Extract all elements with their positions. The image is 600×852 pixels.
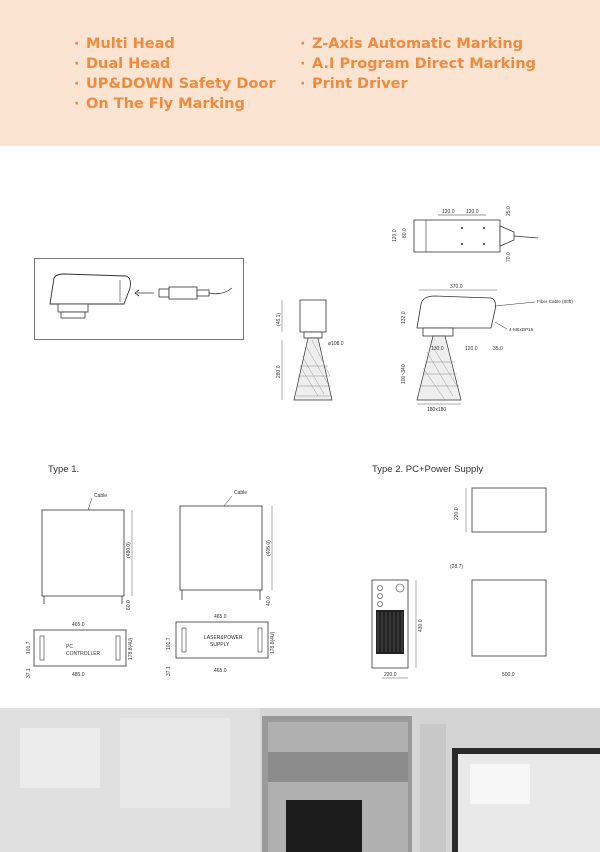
- dim-label: 430.0: [418, 619, 424, 632]
- type1-title: Type 1.: [48, 464, 80, 475]
- dim-label: CONTROLLER: [66, 651, 101, 657]
- features-band: ·Multi Head ·Dual Head ·UP&DOWN Safety D…: [0, 0, 600, 146]
- dim-label: 465.0: [72, 622, 85, 628]
- laser-power-supply-drawing: Cable (405.0) 40.0 465.0 LASER&POWER SUP…: [166, 490, 276, 676]
- dim-label: (480.0): [126, 542, 132, 558]
- dim-label: 80.0: [402, 228, 408, 238]
- dim-label: 280.0: [276, 365, 282, 378]
- feature-item: ·On The Fly Marking: [74, 96, 245, 112]
- dim-label: 130.0: [431, 346, 444, 352]
- type2-title: Type 2. PC+Power Supply: [372, 464, 484, 475]
- dim-label: 101.7: [166, 637, 172, 650]
- dim-label: 370.0: [450, 284, 463, 290]
- dim-label: Cable: [234, 490, 247, 496]
- dim-label: 178.8(4U): [270, 631, 276, 654]
- dim-label: 220.0: [454, 507, 460, 520]
- head-side-view: 370.0 Fiber Cable (80ft) 4-M6xDP15 130.0…: [401, 284, 573, 413]
- dim-label: 120.0: [466, 209, 479, 215]
- marking-head-sketch: [34, 258, 244, 340]
- dim-label: 132.0: [401, 311, 407, 324]
- dim-label: 60.0: [126, 600, 132, 610]
- dim-label: 465.0: [214, 614, 227, 620]
- feature-item: ·Z-Axis Automatic Marking: [300, 36, 524, 52]
- dim-label: ø108.0: [328, 341, 344, 347]
- dim-label: PC: [66, 644, 73, 650]
- dim-label: 120.0: [442, 209, 455, 215]
- dim-label: LASER&POWER: [204, 635, 243, 641]
- dim-label: 70.0: [506, 252, 512, 262]
- pc-controller-drawing: Cable (480.0) 60.0 465.0 PC CONTROLLER 1…: [26, 493, 134, 678]
- dim-label: Fiber Cable (80ft): [537, 299, 573, 304]
- dim-label: (28.7): [450, 564, 463, 570]
- dim-label: 40.0: [266, 596, 272, 606]
- dim-label: 485.0: [72, 672, 85, 678]
- pc-power-supply-drawing: 220.0 (28.7) 430.0 220.0 500.0: [371, 487, 547, 679]
- dim-label: 120.0: [392, 229, 398, 242]
- head-front-view: (46.1) ø108.0 280.0: [276, 299, 344, 401]
- dim-label: 465.0: [214, 668, 227, 674]
- dim-label: 100~340: [401, 364, 407, 384]
- dim-label: 4-M6xDP15: [509, 327, 534, 332]
- features-left: ·Multi Head ·Dual Head ·UP&DOWN Safety D…: [74, 34, 276, 114]
- dim-label: SUPPLY: [210, 642, 230, 648]
- dim-label: (46.1): [276, 313, 282, 326]
- dim-label: 500.0: [502, 672, 515, 678]
- dim-label: Cable: [94, 493, 107, 499]
- machine-photo: [0, 708, 600, 852]
- dim-label: 35.0: [493, 346, 503, 352]
- dim-label: 180x180: [427, 407, 446, 413]
- feature-item: ·Multi Head: [74, 36, 175, 52]
- machine-illustration: [0, 708, 600, 852]
- dim-label: (405.0): [266, 540, 272, 556]
- dim-label: 37.1: [166, 666, 172, 676]
- dim-label: 37.1: [26, 668, 32, 678]
- head-top-view: 120.0 120.0 25.0 120.0 80.0 70.0: [392, 206, 539, 262]
- dim-label: 25.0: [506, 206, 512, 216]
- feature-item: ·UP&DOWN Safety Door: [74, 76, 276, 92]
- features-right: ·Z-Axis Automatic Marking ·A.I Program D…: [300, 34, 536, 94]
- feature-item: ·A.I Program Direct Marking: [300, 56, 536, 72]
- feature-item: ·Dual Head: [74, 56, 171, 72]
- dim-label: 101.7: [26, 641, 32, 654]
- feature-item: ·Print Driver: [300, 76, 408, 92]
- dim-label: 220.0: [384, 672, 397, 678]
- dim-label: 178.8(4U): [128, 637, 134, 660]
- dim-label: 120.0: [465, 346, 478, 352]
